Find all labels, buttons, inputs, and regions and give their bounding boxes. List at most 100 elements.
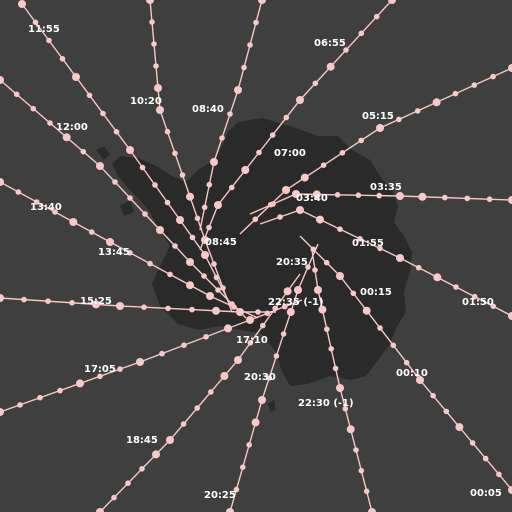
- track-marker: [86, 92, 93, 99]
- track-marker: [251, 418, 260, 427]
- track-marker: [154, 84, 162, 92]
- track-marker: [176, 216, 184, 224]
- track-marker: [69, 300, 75, 306]
- track-marker: [320, 162, 327, 168]
- track-marker: [358, 467, 365, 474]
- track-marker: [127, 195, 133, 201]
- track-marker: [136, 358, 144, 366]
- track-marker: [455, 423, 464, 432]
- track-marker: [324, 326, 330, 333]
- track-marker: [273, 353, 280, 359]
- track-marker: [286, 308, 295, 316]
- track-marker: [214, 201, 222, 209]
- track-marker: [152, 450, 160, 459]
- track-marker: [252, 216, 259, 223]
- track-marker: [496, 471, 502, 478]
- track-marker: [334, 192, 341, 198]
- time-label: 03:35: [370, 182, 402, 193]
- antarctica-landmass: [96, 118, 412, 412]
- track-marker: [125, 480, 131, 487]
- track-marker: [358, 137, 365, 144]
- track-marker: [117, 366, 123, 372]
- track-marker: [220, 285, 226, 291]
- track-marker: [234, 86, 242, 94]
- time-label: 05:15: [362, 111, 394, 122]
- track-marker: [310, 246, 317, 253]
- track-marker: [508, 196, 512, 204]
- track-marker: [469, 440, 476, 446]
- track-marker: [33, 199, 40, 205]
- track-marker: [326, 62, 335, 71]
- track-marker: [224, 324, 232, 333]
- track-marker: [430, 392, 436, 399]
- track-marker: [256, 149, 262, 156]
- track-marker: [215, 287, 221, 293]
- time-label: 17:05: [84, 364, 116, 375]
- track-marker: [52, 209, 58, 215]
- track-marker: [269, 132, 276, 138]
- time-label: 00:10: [396, 368, 428, 379]
- track-marker: [346, 425, 355, 434]
- track-marker: [471, 82, 478, 88]
- track-marker: [165, 305, 171, 312]
- track-marker: [339, 150, 346, 156]
- track-marker: [226, 508, 234, 512]
- track-marker: [233, 486, 240, 493]
- track-marker: [442, 194, 448, 201]
- track-marker: [323, 259, 330, 266]
- track-marker: [336, 272, 344, 280]
- track-marker: [362, 306, 371, 315]
- track-marker: [343, 47, 349, 53]
- track-marker: [358, 30, 365, 37]
- track-marker: [363, 488, 370, 495]
- track-marker: [312, 80, 319, 87]
- track-marker: [206, 181, 213, 188]
- track-marker: [201, 236, 209, 244]
- orbit-track: [99, 273, 301, 512]
- track-marker: [388, 0, 396, 4]
- time-label: 01:55: [352, 238, 384, 249]
- track-marker: [186, 192, 194, 201]
- track-marker: [227, 111, 233, 117]
- track-marker: [282, 186, 290, 194]
- time-label: 12:00: [56, 122, 88, 133]
- track-marker: [152, 182, 158, 188]
- time-label: 03:40: [296, 193, 328, 204]
- track-marker: [280, 331, 287, 337]
- track-marker: [45, 298, 51, 305]
- time-label: 00:05: [470, 488, 502, 499]
- track-marker: [376, 192, 383, 199]
- track-marker: [490, 73, 496, 80]
- track-marker: [433, 273, 442, 282]
- track-marker: [236, 308, 244, 316]
- track-marker: [270, 201, 276, 207]
- track-marker: [142, 211, 148, 217]
- time-label: 08:40: [192, 104, 224, 115]
- track-marker: [156, 226, 164, 234]
- track-marker: [156, 106, 164, 114]
- track-marker: [337, 226, 343, 232]
- track-marker: [17, 402, 23, 408]
- track-marker: [111, 494, 117, 501]
- track-marker: [106, 238, 114, 246]
- track-marker: [253, 19, 259, 26]
- time-label: 15:25: [80, 296, 112, 307]
- time-labels: 11:55 06:55 10:20 08:40 12:00 05:15 07:0…: [28, 24, 502, 501]
- track-marker: [443, 408, 450, 415]
- track-marker: [149, 19, 155, 25]
- time-label: 13:40: [30, 202, 62, 213]
- track-marker: [296, 206, 304, 214]
- track-marker: [241, 64, 247, 71]
- track-marker: [180, 421, 187, 427]
- time-label: 20:25: [204, 490, 236, 501]
- track-marker: [194, 405, 200, 411]
- track-marker: [62, 133, 71, 142]
- track-marker: [272, 305, 279, 312]
- track-marker: [194, 215, 201, 222]
- track-marker: [241, 166, 250, 174]
- track-marker: [328, 346, 335, 352]
- track-marker: [126, 146, 134, 154]
- track-marker: [139, 164, 146, 171]
- track-marker: [201, 273, 207, 279]
